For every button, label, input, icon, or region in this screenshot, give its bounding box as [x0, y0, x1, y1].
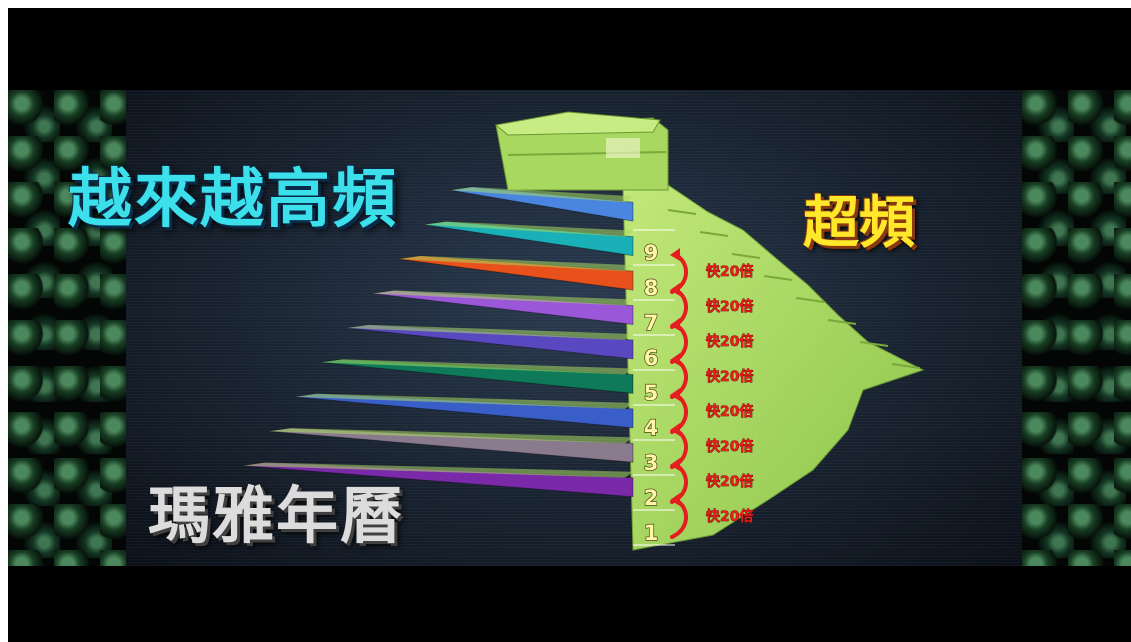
left-coin-border — [8, 90, 126, 566]
pyramid-level-band — [398, 255, 634, 291]
bottom-title: 瑪雅年曆 — [148, 479, 405, 552]
step-arrows — [670, 248, 688, 539]
stair-step-edge — [763, 275, 793, 281]
pyramid-level-band — [346, 324, 634, 360]
stair-step-edge — [699, 231, 729, 237]
pyramid-level-stone-top — [294, 393, 633, 409]
temple-roof — [494, 111, 661, 136]
step-label: 快20倍 — [706, 368, 753, 385]
level-number: 5 — [644, 381, 659, 405]
level-number: 2 — [644, 486, 659, 510]
pyramid-right-face — [622, 184, 925, 551]
step-label: 快20倍 — [706, 298, 753, 315]
pyramid-level-band — [424, 220, 634, 257]
pyramid-level-band — [372, 289, 634, 326]
step-label: 快20倍 — [706, 473, 753, 490]
right-title: 超頻 — [803, 190, 915, 256]
stair-step-edge — [827, 319, 857, 325]
stair-step-edge — [891, 363, 921, 369]
pyramid-level-stone-top — [398, 255, 633, 272]
level-number: 4 — [644, 416, 659, 440]
pyramid-level-bands — [242, 186, 634, 498]
pyramid-level-stone-top — [243, 462, 633, 478]
pyramid-level-stone-top — [450, 187, 633, 203]
level-number: 3 — [644, 451, 659, 475]
level-divider-lines — [633, 229, 675, 546]
step-label: 快20倍 — [706, 333, 753, 350]
level-number: 6 — [644, 346, 659, 370]
stair-step-edge — [795, 297, 825, 303]
level-number: 7 — [644, 311, 659, 335]
level-number: 9 — [644, 241, 659, 265]
pyramid-level-stone-top — [346, 324, 633, 340]
step-label: 快20倍 — [706, 438, 753, 455]
stair-step-edge — [859, 341, 889, 347]
main-title: 越來越高頻 — [68, 162, 398, 237]
pyramid-level-stone-top — [268, 428, 633, 444]
step-label: 快20倍 — [706, 508, 753, 525]
pyramid-level-stone-top — [372, 290, 633, 306]
step-arrowhead — [670, 248, 680, 261]
temple-door — [606, 138, 640, 158]
level-number: 1 — [644, 521, 659, 545]
level-number: 8 — [644, 276, 659, 300]
stair-step-edge — [667, 209, 697, 215]
stair-step-edge — [731, 253, 761, 259]
right-coin-border — [1022, 90, 1131, 566]
step-label: 快20倍 — [706, 403, 753, 420]
pyramid-level-stone-top — [424, 221, 633, 237]
pyramid-right-side — [622, 184, 925, 551]
pyramid-level-stone-top — [320, 359, 633, 375]
pyramid-level-band — [320, 358, 634, 394]
step-label: 快20倍 — [706, 263, 753, 280]
pyramid-level-band — [268, 427, 634, 463]
level-numbers: 1 2 3 4 5 6 7 8 9 — [643, 240, 659, 545]
pyramid-temple-top — [494, 111, 669, 191]
